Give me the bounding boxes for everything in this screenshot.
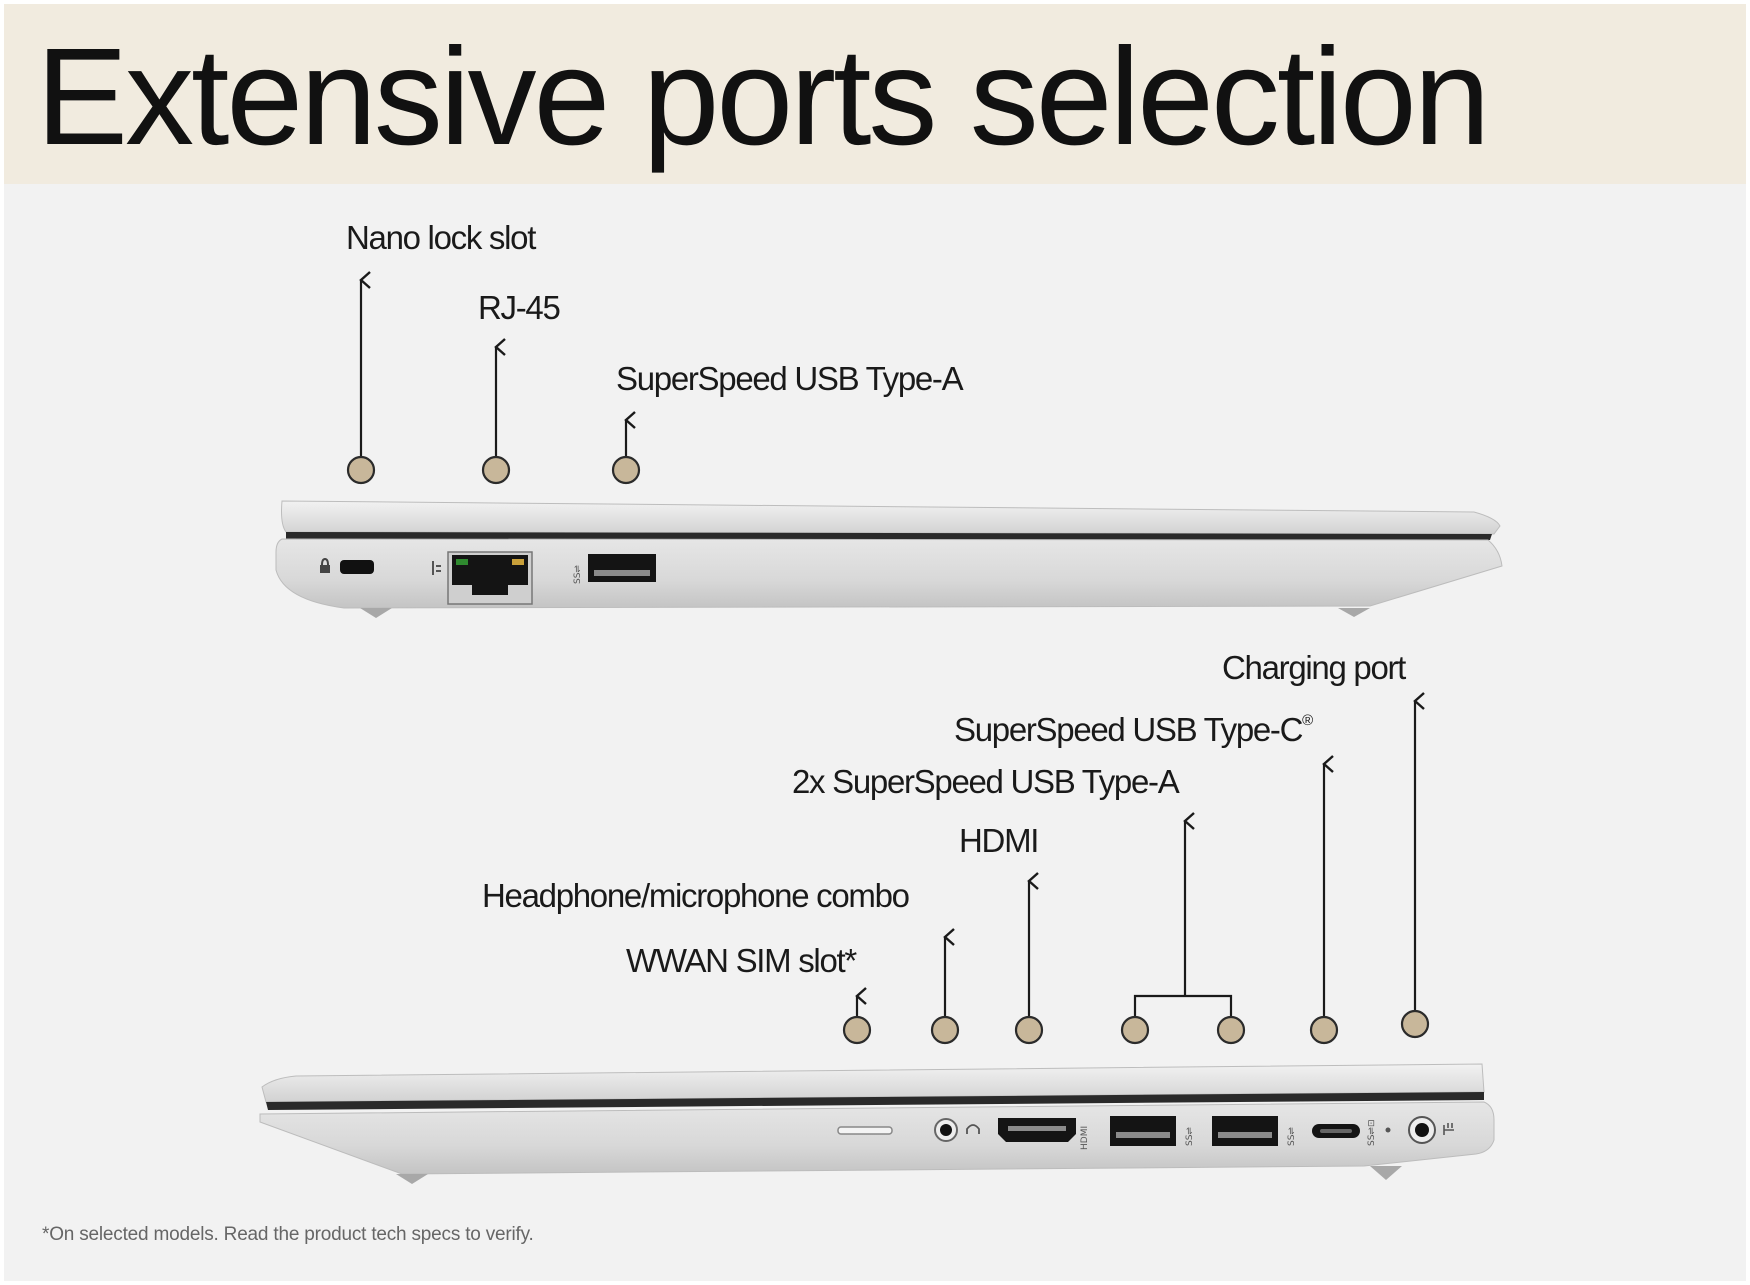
power-icon — [1443, 1123, 1454, 1135]
page-title: Extensive ports selection — [36, 20, 1490, 174]
callouts-right — [855, 692, 1425, 1018]
marker-hdmi — [1014, 1015, 1044, 1045]
label-usb-a-right: 2x SuperSpeed USB Type-A — [792, 763, 1180, 800]
label-charging-port: Charging port — [1222, 649, 1406, 686]
label-usb-c: SuperSpeed USB Type-C® — [954, 711, 1313, 748]
usb-a-port-right-2 — [1212, 1116, 1278, 1146]
usb-superspeed-icon: SS⇌ — [573, 565, 583, 584]
marker-usb-a-left — [611, 455, 641, 485]
markers-left — [346, 455, 641, 485]
usb-superspeed-icon: SS⇌ — [1287, 1127, 1297, 1146]
marker-sim — [842, 1015, 872, 1045]
header-band: Extensive ports selection — [4, 4, 1746, 184]
label-wwan-sim: WWAN SIM slot* — [626, 942, 857, 979]
label-usb-a-left: SuperSpeed USB Type-A — [616, 360, 964, 397]
svg-text:HDMI: HDMI — [1080, 1126, 1090, 1150]
usb-c-icon: SS⇌⊡ — [1367, 1119, 1377, 1146]
label-headphone-mic: Headphone/microphone combo — [482, 877, 910, 914]
footnote: *On selected models. Read the product te… — [42, 1224, 534, 1245]
laptop-right-side: HDMI SS⇌ SS⇌ SS⇌⊡ — [259, 1063, 1495, 1184]
label-nano-lock-slot: Nano lock slot — [346, 219, 536, 256]
trademark-symbol: ® — [1302, 712, 1313, 729]
lock-icon — [320, 557, 330, 573]
marker-charging — [1400, 1009, 1430, 1039]
headphone-icon — [966, 1124, 980, 1134]
marker-usb-c — [1309, 1015, 1339, 1045]
infographic: Extensive ports selection — [4, 4, 1746, 1281]
nano-lock-slot — [340, 560, 374, 574]
callouts-left — [359, 271, 636, 458]
sim-slot — [837, 1126, 893, 1135]
laptop-left-side: SS⇌ — [275, 500, 1503, 618]
label-rj45: RJ-45 — [478, 289, 561, 326]
ports-diagram: SS⇌ HDMI SS⇌ — [259, 271, 1503, 1184]
ethernet-icon — [432, 561, 441, 575]
hdmi-icon: HDMI — [1080, 1126, 1090, 1150]
marker-usb-a-2 — [1216, 1015, 1246, 1045]
usb-superspeed-icon: SS⇌ — [1185, 1127, 1195, 1146]
marker-nano-lock — [346, 455, 376, 485]
bracket-usb-a — [1133, 994, 1233, 1018]
marker-audio — [930, 1015, 960, 1045]
usb-a-port-right-1 — [1110, 1116, 1176, 1146]
usb-a-port-left — [588, 554, 656, 582]
svg-text:SS⇌: SS⇌ — [573, 565, 583, 584]
marker-usb-a-1 — [1120, 1015, 1150, 1045]
markers-right — [842, 1009, 1430, 1045]
marker-rj45 — [481, 455, 511, 485]
label-hdmi: HDMI — [959, 822, 1039, 859]
rj45-port — [447, 551, 533, 605]
